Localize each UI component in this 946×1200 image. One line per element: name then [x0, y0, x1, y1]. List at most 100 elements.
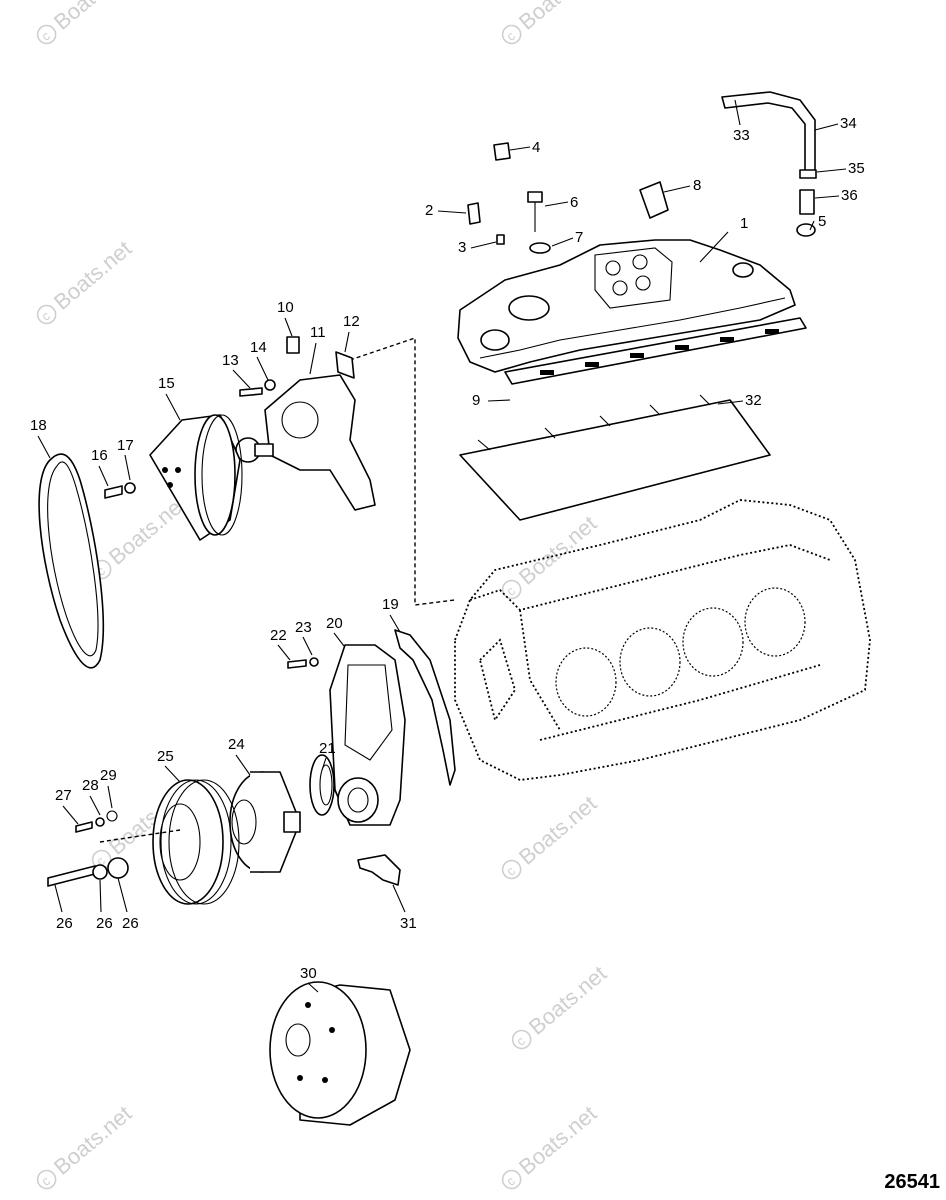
timing-cover — [329, 644, 406, 826]
leader-line — [164, 765, 181, 783]
callout-7: 7 — [551, 229, 583, 247]
callout-36: 36 — [814, 187, 858, 204]
leader-line — [256, 356, 269, 381]
manifold-gasket — [504, 317, 807, 385]
callout-label: 14 — [250, 339, 267, 356]
callout-label: 34 — [840, 115, 857, 132]
callout-label: 11 — [310, 324, 326, 341]
leader-line — [62, 805, 79, 825]
callout-2: 2 — [425, 202, 467, 219]
callout-label: 31 — [400, 915, 417, 932]
callout-label: 23 — [295, 619, 312, 636]
callout-label: 29 — [100, 767, 117, 784]
diagram-id: 26541 — [884, 1171, 940, 1193]
callout-22: 22 — [270, 627, 291, 661]
callout-21: 21 — [319, 740, 336, 771]
svg-text:Boats.net: Boats.net — [514, 0, 601, 35]
leader-line — [309, 342, 317, 375]
pulley-bolt — [104, 482, 136, 499]
manifold-fasteners — [467, 142, 669, 254]
callout-20: 20 — [326, 615, 345, 647]
callout-label: 15 — [158, 375, 175, 392]
callout-label: 22 — [270, 627, 287, 644]
callout-13: 13 — [222, 352, 251, 389]
svg-text:Boats.net: Boats.net — [514, 511, 601, 590]
leader-line — [232, 369, 251, 389]
callout-10: 10 — [277, 299, 294, 337]
svg-text:Boats.net: Boats.net — [49, 1101, 136, 1180]
callout-label: 26 — [122, 915, 139, 932]
callout-label: 26 — [96, 915, 113, 932]
leader-line — [344, 331, 350, 353]
pump-pulley — [149, 414, 243, 541]
svg-text:Boats.net: Boats.net — [514, 791, 601, 870]
leader-line — [544, 201, 569, 207]
callout-31: 31 — [392, 884, 417, 932]
callout-label: 3 — [458, 239, 466, 256]
water-pump — [235, 336, 376, 511]
callout-label: 30 — [300, 965, 317, 982]
leader-line — [333, 632, 345, 647]
callout-8: 8 — [663, 177, 701, 194]
callout-label: 13 — [222, 352, 239, 369]
pulley-fasteners — [47, 810, 129, 887]
callout-3: 3 — [458, 239, 497, 256]
callout-26: 26 — [96, 879, 113, 932]
leader-line — [487, 399, 511, 402]
svg-text:Boats.net: Boats.net — [49, 236, 136, 315]
callout-16: 16 — [91, 447, 109, 487]
harmonic-balancer — [229, 771, 301, 873]
leader-line — [307, 982, 319, 993]
callout-26: 26 — [54, 884, 73, 932]
leader-line — [816, 168, 847, 173]
leader-line — [389, 614, 401, 633]
callout-29: 29 — [100, 767, 117, 809]
callout-18: 18 — [30, 417, 51, 459]
callout-25: 25 — [157, 748, 181, 783]
callout-label: 26 — [56, 915, 73, 932]
leader-line — [509, 146, 531, 151]
valley-pan — [459, 394, 771, 521]
callout-24: 24 — [228, 736, 251, 776]
svg-text:Boats.net: Boats.net — [524, 961, 611, 1040]
callout-6: 6 — [544, 194, 578, 211]
callout-34: 34 — [814, 115, 857, 132]
callout-label: 16 — [91, 447, 108, 464]
callout-label: 4 — [532, 139, 540, 156]
alternate-pulley — [269, 981, 411, 1126]
leader-line — [124, 454, 131, 481]
callout-11: 11 — [309, 324, 326, 375]
leader-line — [699, 231, 729, 263]
drive-belt — [38, 453, 105, 669]
cover-screws — [287, 657, 319, 669]
callout-label: 12 — [343, 313, 360, 330]
leader-line — [814, 123, 839, 131]
cover-gasket — [394, 629, 456, 786]
leader-line — [321, 757, 327, 771]
leader-line — [470, 241, 497, 249]
callout-35: 35 — [816, 160, 865, 177]
callout-32: 32 — [717, 392, 762, 409]
callout-12: 12 — [343, 313, 360, 353]
callout-23: 23 — [295, 619, 313, 656]
callout-label: 5 — [818, 213, 826, 230]
callout-label: 8 — [693, 177, 701, 194]
callout-label: 33 — [733, 127, 750, 144]
front-seal — [309, 754, 335, 816]
callout-label: 10 — [277, 299, 294, 316]
callout-label: 27 — [55, 787, 72, 804]
leader-line — [54, 884, 63, 913]
callout-label: 24 — [228, 736, 245, 753]
crankshaft-pulley — [99, 779, 240, 905]
svg-text:Boats.net: Boats.net — [49, 0, 136, 35]
callout-9: 9 — [472, 392, 511, 409]
callout-33: 33 — [733, 99, 750, 144]
callout-label: 35 — [848, 160, 865, 177]
fill-tube — [721, 91, 817, 237]
